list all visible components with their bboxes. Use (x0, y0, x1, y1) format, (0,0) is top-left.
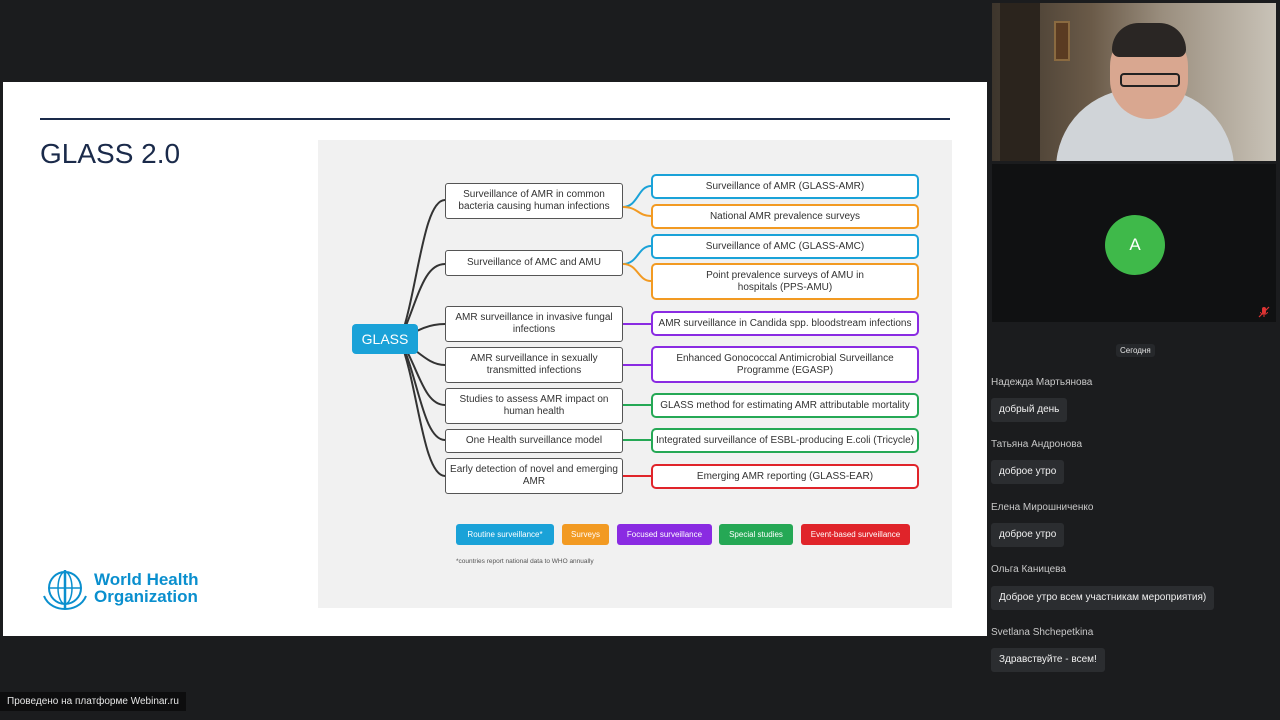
glass-diagram: GLASS Surveillance of AMR in common bact… (318, 140, 952, 608)
who-name-line2: Organization (94, 587, 198, 606)
legend-special-studies: Special studies (719, 524, 793, 545)
chat-message: Здравствуйте - всем! (991, 648, 1105, 672)
participant-video-tile[interactable]: A (992, 164, 1276, 322)
branch-amr-common-bacteria: Surveillance of AMR in common bacteria c… (445, 183, 623, 219)
platform-footer: Проведено на платформе Webinar.ru (0, 692, 186, 711)
legend-routine-surveillance: Routine surveillance* (456, 524, 554, 545)
leaf-pps-amu: Point prevalence surveys of AMU in hospi… (651, 263, 919, 300)
branch-early-detection: Early detection of novel and emerging AM… (445, 458, 623, 494)
who-logo: World Health Organization (40, 566, 199, 610)
branch-one-health: One Health surveillance model (445, 429, 623, 453)
branch-amr-impact-studies: Studies to assess AMR impact on human he… (445, 388, 623, 424)
presenter-video[interactable] (992, 3, 1276, 161)
legend-event-based-surveillance: Event-based surveillance (801, 524, 910, 545)
legend-surveys: Surveys (562, 524, 609, 545)
leaf-national-amr-surveys: National AMR prevalence surveys (651, 204, 919, 229)
leaf-attributable-mortality: GLASS method for estimating AMR attribut… (651, 393, 919, 418)
leaf-tricycle: Integrated surveillance of ESBL-producin… (651, 428, 919, 453)
diagram-footnote: *countries report national data to WHO a… (456, 558, 594, 565)
branch-amc-amu: Surveillance of AMC and AMU (445, 250, 623, 276)
slide-title: GLASS 2.0 (40, 138, 181, 169)
legend-focused-surveillance: Focused surveillance (617, 524, 712, 545)
chat-author: Надежда Мартьянова (991, 377, 1093, 388)
leaf-glass-ear: Emerging AMR reporting (GLASS-EAR) (651, 464, 919, 489)
chat-author: Елена Мирошниченко (991, 502, 1094, 513)
glass-root-node: GLASS (352, 324, 418, 354)
leaf-glass-amc: Surveillance of AMC (GLASS-AMC) (651, 234, 919, 259)
leaf-egasp: Enhanced Gonococcal Antimicrobial Survei… (651, 346, 919, 383)
leaf-glass-amr: Surveillance of AMR (GLASS-AMR) (651, 174, 919, 199)
chat-author: Svetlana Shchepetkina (991, 627, 1094, 638)
chat-author: Ольга Каницева (991, 564, 1066, 575)
slide-header-rule (40, 118, 950, 120)
who-emblem-icon (43, 570, 87, 610)
branch-fungal-infections: AMR surveillance in invasive fungal infe… (445, 306, 623, 342)
chat-message: доброе утро (991, 460, 1065, 484)
branch-sti: AMR surveillance in sexually transmitted… (445, 347, 623, 383)
chat-message: добрый день (991, 398, 1068, 422)
who-name-line1: World Health (94, 570, 199, 589)
leaf-candida-bsi: AMR surveillance in Candida spp. bloodst… (651, 311, 919, 336)
participant-avatar: A (1105, 215, 1165, 275)
presentation-slide: GLASS 2.0 (3, 82, 987, 636)
chat-message: доброе утро (991, 523, 1065, 547)
chat-author: Татьяна Андронова (991, 439, 1083, 450)
chat-message: Доброе утро всем участникам мероприятия) (991, 586, 1215, 610)
chat-date-separator: Сегодня (1116, 344, 1155, 357)
mic-muted-icon (1258, 306, 1270, 318)
